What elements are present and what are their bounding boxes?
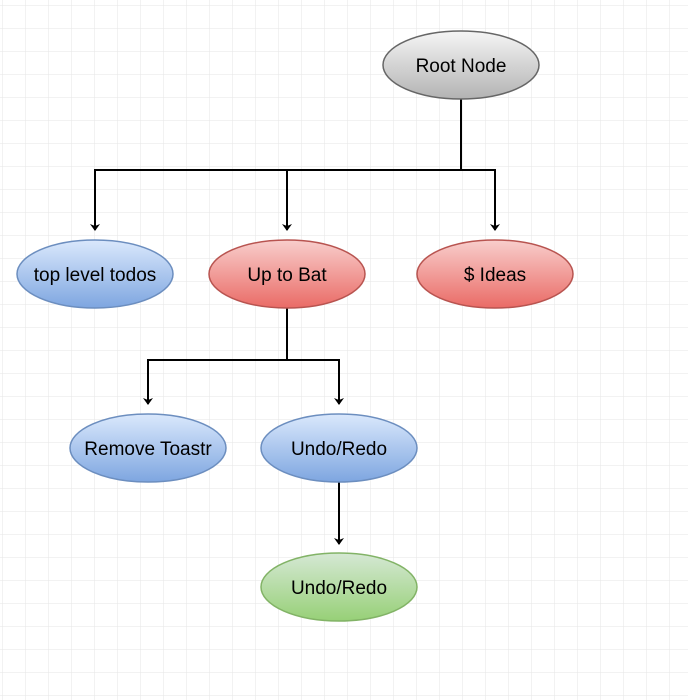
node-root[interactable]: Root Node (382, 30, 540, 100)
node-remove-toastr-label: Remove Toastr (84, 439, 212, 460)
node-ideas[interactable]: $ Ideas (416, 239, 574, 309)
edge-bat-to-undo1[interactable] (286, 308, 344, 405)
node-up-to-bat-label: Up to Bat (247, 265, 327, 286)
node-undo-redo-green-label: Undo/Redo (291, 578, 387, 599)
node-remove-toastr-shape[interactable] (69, 413, 227, 483)
node-undo-redo-blue[interactable]: Undo/Redo (260, 413, 418, 483)
node-top-level-todos-shape[interactable] (16, 239, 174, 309)
edge-root-to-ideas[interactable] (460, 99, 500, 231)
node-up-to-bat-shape[interactable] (208, 239, 366, 309)
node-top-level-todos[interactable]: top level todos (16, 239, 174, 309)
node-undo-redo-blue-label: Undo/Redo (291, 439, 387, 460)
node-undo-redo-green[interactable]: Undo/Redo (260, 552, 418, 622)
edges (90, 99, 500, 545)
node-up-to-bat[interactable]: Up to Bat (208, 239, 366, 309)
node-ideas-shape[interactable] (416, 239, 574, 309)
node-top-level-todos-label: top level todos (34, 265, 157, 286)
node-root-shape[interactable] (382, 30, 540, 100)
node-ideas-label: $ Ideas (464, 265, 526, 286)
node-undo-redo-green-shape[interactable] (260, 552, 418, 622)
node-undo-redo-blue-shape[interactable] (260, 413, 418, 483)
node-root-label: Root Node (416, 56, 507, 77)
node-remove-toastr[interactable]: Remove Toastr (69, 413, 227, 483)
